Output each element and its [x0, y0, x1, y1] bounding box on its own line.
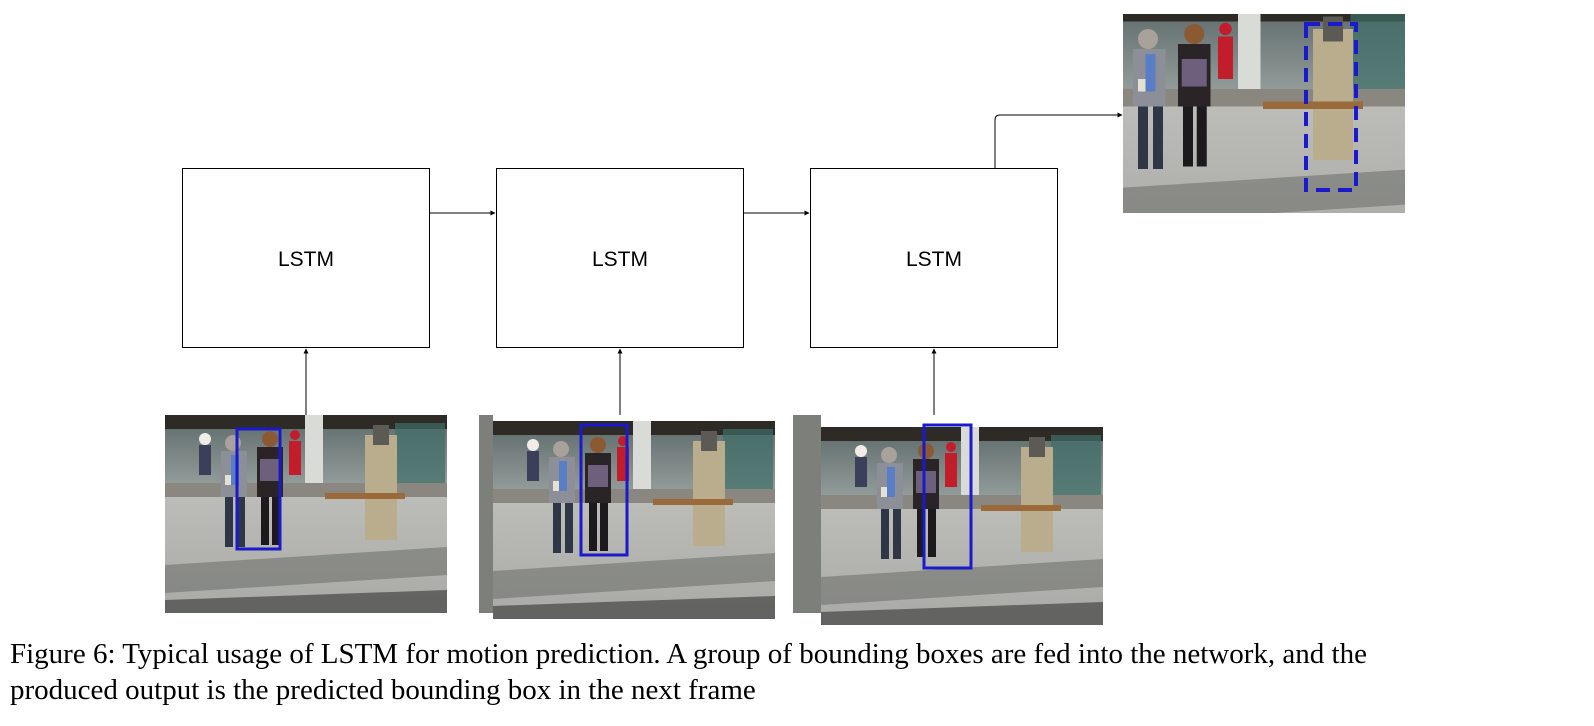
- lstm-label: LSTM: [278, 248, 334, 271]
- bounding-box: [235, 427, 282, 551]
- lstm-block-3: LSTM: [810, 168, 1058, 348]
- caption-line-1: Figure 6: Typical usage of LSTM for moti…: [10, 638, 1367, 670]
- bounding-box: [579, 423, 629, 557]
- bounding-box: [922, 423, 973, 570]
- output-frame: [1123, 14, 1405, 213]
- lstm-block-1: LSTM: [182, 168, 430, 348]
- lstm-label: LSTM: [592, 248, 648, 271]
- lstm-label: LSTM: [906, 248, 962, 271]
- arrow-lstm3-to-output: [994, 112, 1123, 168]
- input-frame-1: [165, 415, 447, 613]
- figure-caption: Figure 6: Typical usage of LSTM for moti…: [10, 636, 1590, 708]
- lstm-block-2: LSTM: [496, 168, 744, 348]
- predicted-bounding-box: [1304, 22, 1358, 192]
- caption-line-2: produced output is the predicted boundin…: [10, 674, 756, 706]
- input-frame-2: [479, 415, 775, 619]
- input-frame-3: [793, 415, 1103, 625]
